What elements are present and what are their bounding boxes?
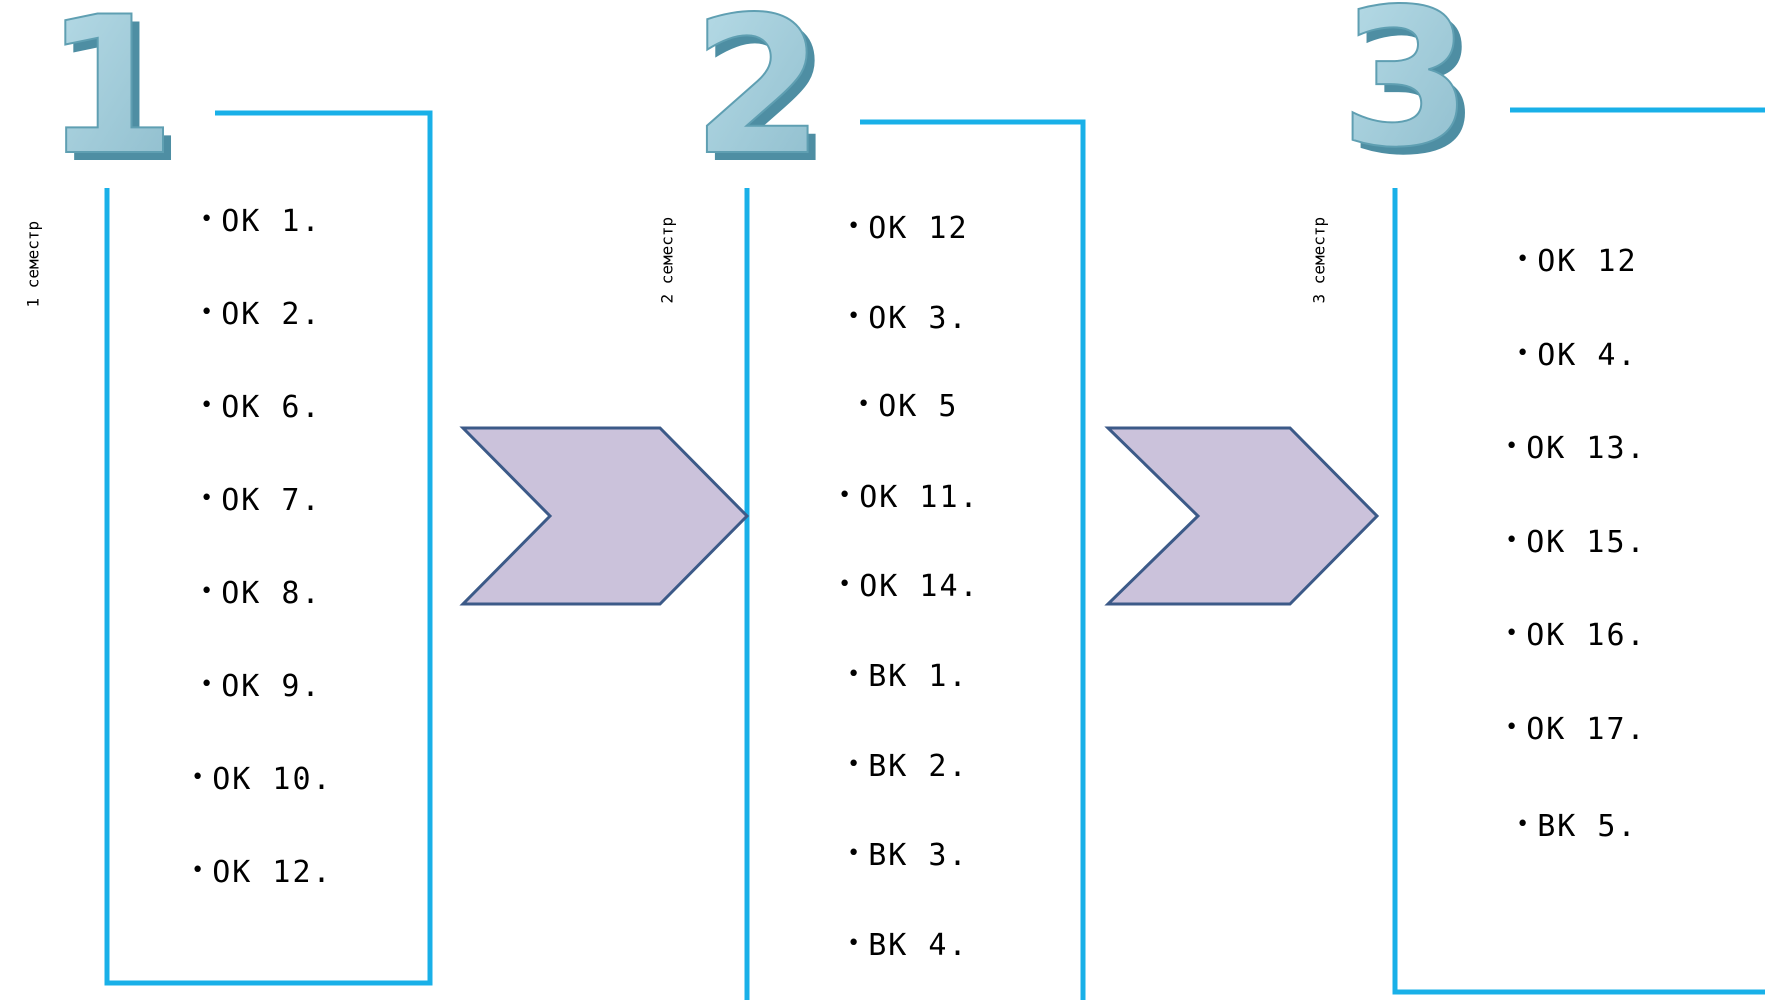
list-item: •ВК 2. [847,749,969,784]
bullet-icon: • [1516,811,1530,837]
stage-3-semester-label: 3 семестр [1309,216,1329,304]
list-item: •ОК 5 [857,389,959,424]
svg-text:2: 2 [692,0,824,197]
stage-1-frame [104,110,433,986]
bullet-icon: • [200,485,214,511]
list-item: •ОК 9. [200,669,322,704]
list-item: •ОК 1. [200,204,322,239]
bullet-icon: • [1516,340,1530,366]
bullet-icon: • [191,764,205,790]
svg-text:3: 3 [1348,0,1480,197]
bullet-icon: • [191,857,205,883]
list-item: •ОК 6. [200,390,322,425]
chevron-arrow-icon [459,426,750,606]
bullet-icon: • [847,661,861,687]
list-item: •ВК 4. [847,928,969,963]
bullet-icon: • [200,299,214,325]
bullet-icon: • [1505,714,1519,740]
list-item: •ОК 14. [838,569,980,604]
list-item: •ОК 4. [1516,338,1638,373]
bullet-icon: • [838,571,852,597]
bullet-icon: • [1505,620,1519,646]
bullet-icon: • [847,303,861,329]
bullet-icon: • [200,392,214,418]
list-item: •ОК 12. [191,855,333,890]
bullet-icon: • [857,391,871,417]
chevron-arrow-icon [1104,426,1380,606]
list-item: •ОК 3. [847,301,969,336]
list-item: •ОК 15. [1505,525,1647,560]
bullet-icon: • [200,578,214,604]
bullet-icon: • [1505,433,1519,459]
svg-text:3: 3 [1340,0,1472,189]
list-item: •ВК 5. [1516,809,1638,844]
list-item: •ОК 10. [191,762,333,797]
stage-3-number: 3 3 [1339,0,1480,197]
list-item: •ОК 12 [847,211,969,246]
bullet-icon: • [847,213,861,239]
list-item: •ОК 17. [1505,712,1647,747]
stage-3-frame [1392,107,1765,995]
bullet-icon: • [847,751,861,777]
list-item: •ВК 1. [847,659,969,694]
stage-2-number: 2 2 [691,0,832,205]
list-item: •ОК 8. [200,576,322,611]
list-item: •ОК 13. [1505,431,1647,466]
bullet-icon: • [200,206,214,232]
list-item: •ОК 7. [200,483,322,518]
bullet-icon: • [847,930,861,956]
list-item: •ОК 12 [1516,244,1638,279]
bullet-icon: • [838,482,852,508]
svg-text:1: 1 [44,0,176,197]
svg-text:2: 2 [700,0,832,205]
list-item: •ОК 16. [1505,618,1647,653]
svg-text:1: 1 [52,0,184,205]
stage-2-frame [744,119,1086,1000]
stage-1-semester-label: 1 семестр [23,220,43,308]
list-item: •ВК 3. [847,838,969,873]
bullet-icon: • [1516,246,1530,272]
bullet-icon: • [1505,527,1519,553]
list-item: •ОК 11. [838,480,980,515]
bullet-icon: • [200,671,214,697]
stage-2-semester-label: 2 семестр [657,216,677,304]
list-item: •ОК 2. [200,297,322,332]
bullet-icon: • [847,840,861,866]
stage-1-number: 1 1 [43,0,184,205]
